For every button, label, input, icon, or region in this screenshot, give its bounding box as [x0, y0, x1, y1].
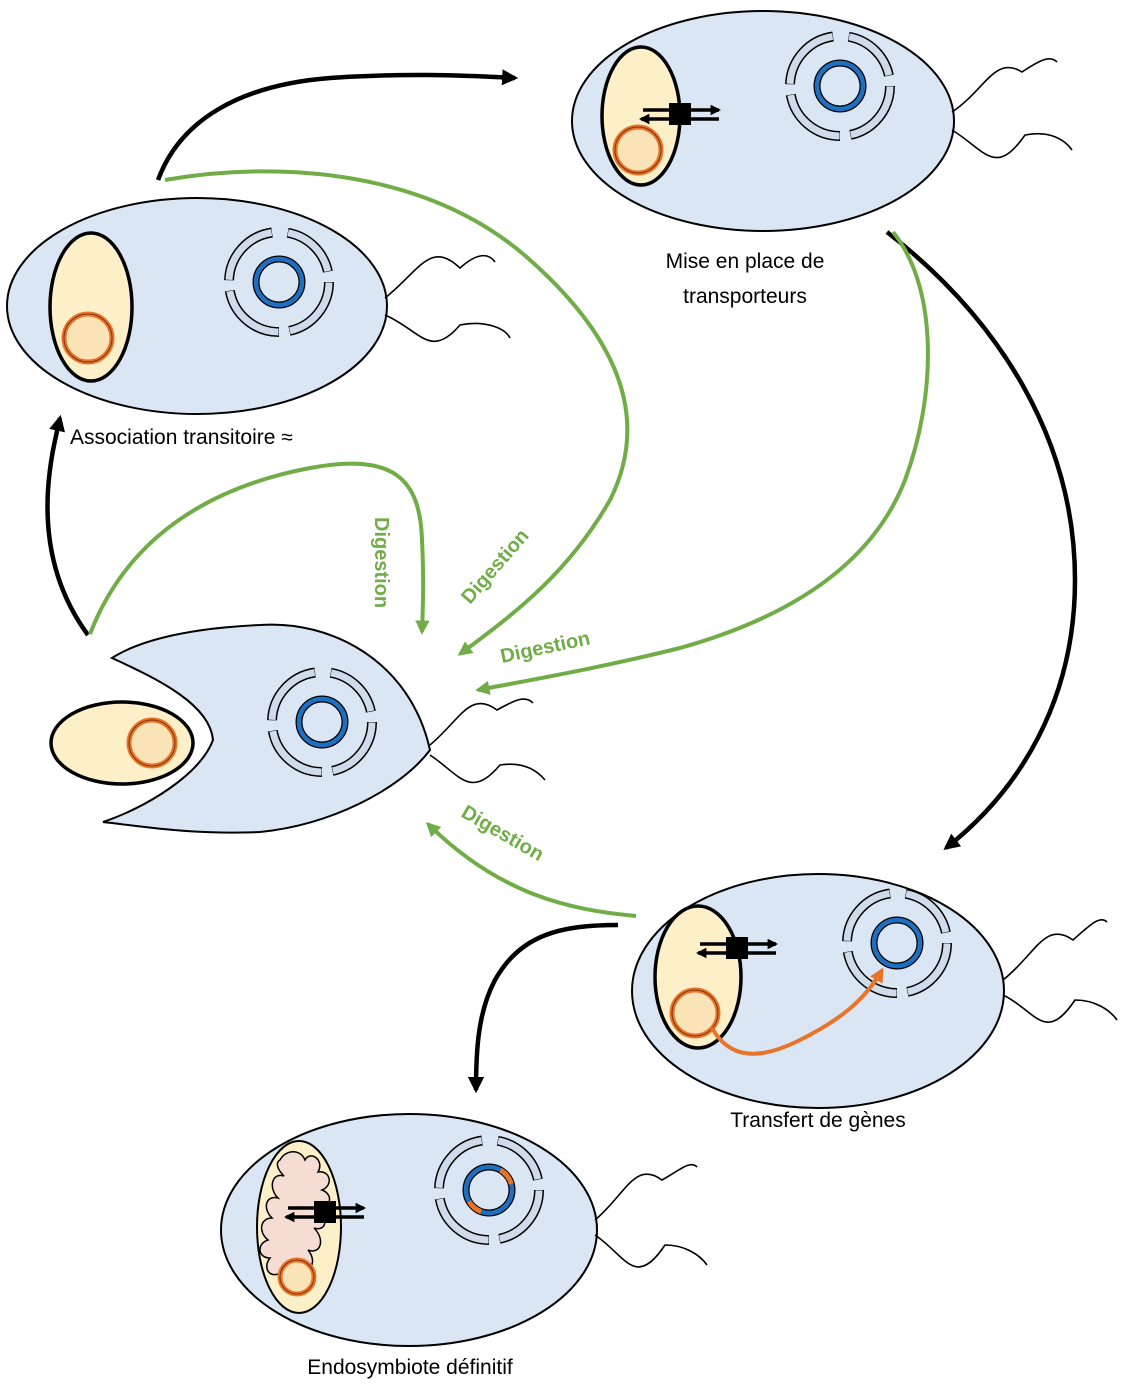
caption-transporteurs-line1: Mise en place de	[666, 250, 825, 273]
transporter-protein	[726, 937, 748, 959]
caption-transporteurs-line2: transporteurs	[683, 285, 807, 308]
digestion-label-diagonal: Digestion	[457, 525, 533, 608]
flagellum	[385, 256, 495, 298]
digestion-label-vertical: Digestion	[370, 517, 392, 608]
flagellum	[430, 699, 533, 745]
cell-definitif	[221, 1114, 707, 1346]
caption-definitif: Endosymbiote définitif	[307, 1356, 513, 1379]
flagellum	[430, 755, 545, 783]
flagellum	[385, 315, 510, 341]
endosymbiont	[602, 47, 680, 185]
cell-phagocyte	[51, 625, 545, 833]
flagellum	[595, 1165, 697, 1220]
endosymbiont	[50, 233, 132, 381]
cell-transfert	[632, 874, 1117, 1108]
flagellum	[1003, 995, 1117, 1022]
mitochondrion	[257, 1141, 341, 1313]
endosymbiont	[655, 906, 741, 1048]
transporter-protein	[314, 1201, 336, 1223]
arrow-association-to-transporteurs	[158, 75, 515, 180]
caption-transfert: Transfert de gènes	[730, 1109, 906, 1132]
flagellum	[1003, 920, 1107, 980]
cell-association	[7, 198, 510, 414]
arrow-transporteurs-to-transfert	[887, 232, 1075, 848]
arrow-transfert-to-definitif	[476, 925, 618, 1090]
digestion-label-horizontal: Digestion	[498, 627, 592, 667]
flagellum	[952, 130, 1072, 158]
cell-transporteurs	[572, 11, 1072, 231]
flagellum	[952, 59, 1057, 112]
transporter-protein	[669, 103, 691, 125]
digestion-label-lower: Digestion	[458, 801, 548, 866]
caption-association: Association transitoire ≈	[70, 426, 293, 449]
arrow-phagocyte-to-association	[47, 418, 88, 635]
engulfed-bacterium	[51, 702, 193, 784]
flagellum	[595, 1235, 707, 1267]
